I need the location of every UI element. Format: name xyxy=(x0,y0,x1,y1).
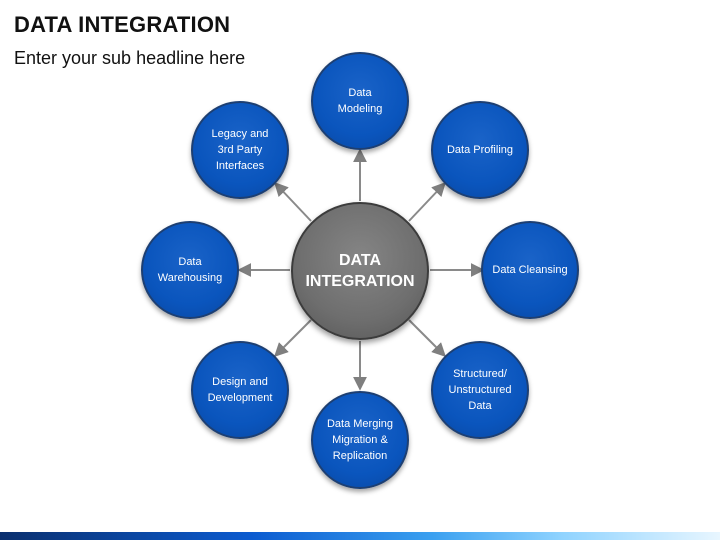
slide-title: DATA INTEGRATION xyxy=(14,12,231,37)
node-data-modeling: Data Modeling xyxy=(311,52,409,150)
node-data-merging: Data Merging Migration & Replication xyxy=(311,391,409,489)
center-label-line1: DATA xyxy=(338,252,382,269)
node-data-warehousing: Data Warehousing xyxy=(141,221,239,319)
center-data-integration: DATA INTEGRATION xyxy=(291,202,429,340)
footer-gradient-bar xyxy=(0,532,720,540)
node-data-cleansing: Data Cleansing xyxy=(481,221,579,319)
node-label-legacy: Legacy and 3rd Party Interfaces xyxy=(211,128,269,172)
arrow-to-design xyxy=(274,319,312,357)
node-label-profiling: Data Profiling xyxy=(446,144,514,156)
node-label-merging: Data Merging Migration & Replication xyxy=(326,418,394,462)
arrow-to-legacy xyxy=(274,181,312,222)
center-label-line2: INTEGRATION xyxy=(305,273,415,290)
node-label-warehousing: Data Warehousing xyxy=(157,256,223,284)
node-legacy-interfaces: Legacy and 3rd Party Interfaces xyxy=(191,101,289,199)
node-label-cleansing: Data Cleansing xyxy=(492,264,568,276)
arrow-to-structured xyxy=(408,319,446,357)
node-structured-unstructured-data: Structured/ Unstructured Data xyxy=(431,341,529,439)
node-label-design: Design and Development xyxy=(207,376,273,404)
node-label-modeling: Data Modeling xyxy=(337,87,383,115)
node-label-structured: Structured/ Unstructured Data xyxy=(448,368,512,412)
arrow-to-profiling xyxy=(408,181,446,222)
node-data-profiling: Data Profiling xyxy=(431,101,529,199)
node-design-development: Design and Development xyxy=(191,341,289,439)
slide-subtitle: Enter your sub headline here xyxy=(14,48,246,68)
